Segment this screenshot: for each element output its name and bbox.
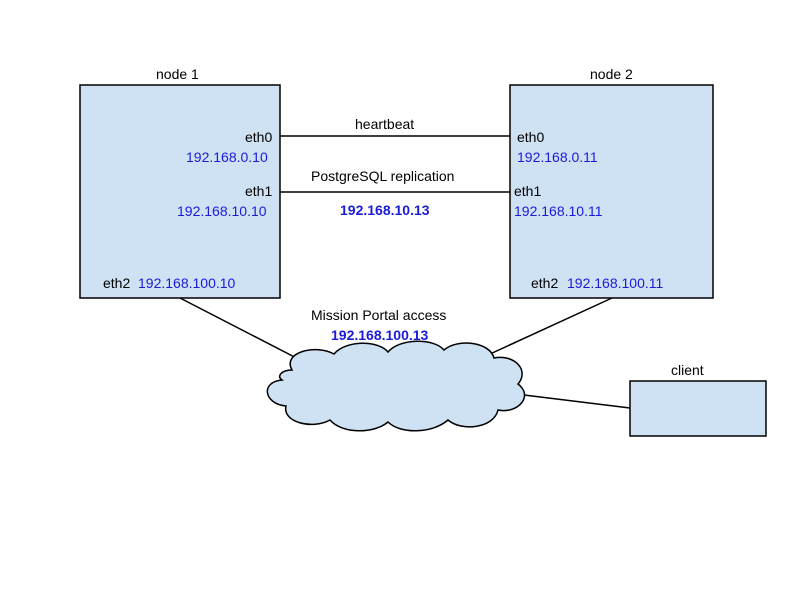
heartbeat-label: heartbeat [355,116,414,132]
node1-eth1-ip: 192.168.10.10 [177,203,267,219]
node2-eth0-ip: 192.168.0.11 [517,149,598,165]
node1-eth0-label: eth0 [245,129,272,145]
node1-title: node 1 [156,66,199,82]
node1-network-link [179,297,309,365]
node2-eth1-label: eth1 [514,183,541,199]
node2-eth2-ip: 192.168.100.11 [567,275,663,291]
replication-vip: 192.168.10.13 [340,202,430,218]
network-cloud-icon [266,340,526,432]
client-box [629,380,767,437]
node1-eth0-ip: 192.168.0.10 [186,149,268,165]
portal-label: Mission Portal access [311,307,446,323]
client-network-link [523,394,631,409]
node2-eth1-ip: 192.168.10.11 [514,203,603,219]
client-title: client [671,362,704,378]
node2-eth0-label: eth0 [517,129,544,145]
node2-box [509,84,714,299]
replication-label: PostgreSQL replication [311,168,454,184]
node1-eth2-ip: 192.168.100.10 [138,275,236,291]
node2-title: node 2 [590,66,633,82]
node1-eth1-label: eth1 [245,183,272,199]
node2-network-link [489,297,613,355]
node2-eth2-label: eth2 [531,275,558,291]
portal-vip: 192.168.100.13 [331,327,429,343]
node1-box [79,84,281,299]
node1-eth2-label: eth2 [103,275,130,291]
